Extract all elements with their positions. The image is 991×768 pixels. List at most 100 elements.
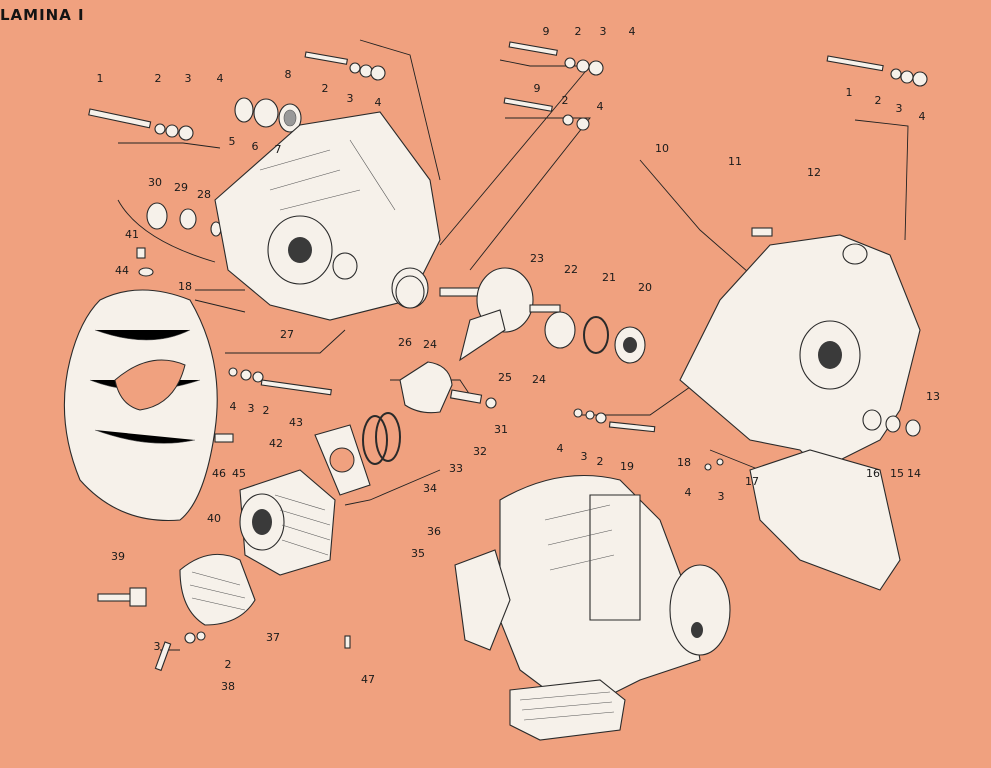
callout-label-23: 23: [530, 252, 544, 265]
callout-label-12: 12: [807, 166, 821, 179]
bolt-set-top-middle: [304, 51, 386, 81]
callout-label-43: 43: [289, 416, 303, 429]
callout-label-4: 4: [685, 486, 692, 499]
callout-label-1: 1: [97, 72, 104, 85]
callout-label-45: 45: [232, 467, 246, 480]
callout-label-3: 3: [347, 92, 354, 105]
leader-lines: [117, 39, 909, 651]
gasket-36: [314, 424, 371, 496]
callout-label-34: 34: [423, 482, 437, 495]
stud-19: [573, 408, 724, 471]
callout-label-42: 42: [269, 437, 283, 450]
cylinder-head-37: [179, 553, 256, 626]
callout-label-2: 2: [575, 25, 582, 38]
callout-label-24: 24: [532, 373, 546, 386]
callout-label-3: 3: [896, 102, 903, 115]
callout-label-3: 3: [154, 640, 161, 653]
bearing-26: [395, 275, 425, 309]
callout-label-4: 4: [230, 400, 237, 413]
seals-28-29-30: [146, 202, 222, 237]
callout-label-19: 19: [620, 460, 634, 473]
callout-label-4: 4: [629, 25, 636, 38]
callout-label-3: 3: [718, 490, 725, 503]
callout-label-3: 3: [581, 450, 588, 463]
callout-label-1: 1: [846, 86, 853, 99]
assembled-engine: [454, 475, 731, 741]
cylinder-42: [239, 469, 336, 576]
callout-label-9: 9: [543, 25, 550, 38]
callout-label-21: 21: [602, 271, 616, 284]
piston-33: [399, 361, 497, 414]
callout-label-2: 2: [875, 94, 882, 107]
callout-label-39: 39: [111, 550, 125, 563]
callout-label-7: 7: [275, 143, 282, 156]
callout-label-35: 35: [411, 547, 425, 560]
callout-label-22: 22: [564, 263, 578, 276]
callout-label-16: 16: [866, 467, 880, 480]
callout-label-27: 27: [280, 328, 294, 341]
callout-label-44: 44: [115, 264, 129, 277]
callout-label-46: 46: [212, 467, 226, 480]
stud-38: [154, 631, 351, 672]
callout-label-4: 4: [597, 100, 604, 113]
callout-label-25: 25: [498, 371, 512, 384]
callout-label-18: 18: [178, 280, 192, 293]
bolt-set-left: [88, 108, 194, 141]
crankcase-right-half: [679, 227, 921, 591]
callout-label-18: 18: [677, 456, 691, 469]
bearing-seals-5-6-7: [234, 97, 302, 133]
callout-label-26: 26: [398, 336, 412, 349]
callout-label-36: 36: [427, 525, 441, 538]
callout-label-9: 9: [534, 82, 541, 95]
callout-label-32: 32: [473, 445, 487, 458]
plug-41-44: [136, 247, 154, 277]
callout-label-2: 2: [322, 82, 329, 95]
crankshaft-23: [439, 267, 561, 362]
bolt-set-far-right: [826, 55, 928, 87]
callout-label-4: 4: [919, 110, 926, 123]
stud-43: [214, 367, 332, 443]
callout-label-33: 33: [449, 462, 463, 475]
callout-label-2: 2: [225, 658, 232, 671]
piston-rings-34: [362, 412, 401, 465]
callout-label-4: 4: [375, 96, 382, 109]
callout-label-38: 38: [221, 680, 235, 693]
callout-label-3: 3: [248, 402, 255, 415]
callout-label-41: 41: [125, 228, 139, 241]
callout-label-31: 31: [494, 423, 508, 436]
callout-label-15: 15: [890, 467, 904, 480]
sheet-title: LAMINA I: [0, 6, 85, 24]
callout-label-2: 2: [562, 94, 569, 107]
callout-label-8: 8: [285, 68, 292, 81]
bolt-set-top-right: [503, 41, 604, 131]
callout-label-11: 11: [728, 155, 742, 168]
callout-label-13: 13: [926, 390, 940, 403]
callout-label-4: 4: [217, 72, 224, 85]
callout-label-28: 28: [197, 188, 211, 201]
callout-label-20: 20: [638, 281, 652, 294]
callout-label-14: 14: [907, 467, 921, 480]
callout-label-4: 4: [557, 442, 564, 455]
callout-label-3: 3: [185, 72, 192, 85]
callout-label-17: 17: [745, 475, 759, 488]
callout-label-30: 30: [148, 176, 162, 189]
bearings-20-21-22: [544, 311, 646, 364]
fan-cowling-40: [63, 289, 218, 522]
spark-plug-39: [97, 587, 147, 607]
callout-label-37: 37: [266, 631, 280, 644]
washers-14-15-16: [862, 409, 921, 437]
callout-label-2: 2: [597, 455, 604, 468]
callout-label-3: 3: [600, 25, 607, 38]
callout-label-6: 6: [252, 140, 259, 153]
callout-label-24: 24: [423, 338, 437, 351]
callout-label-47: 47: [361, 673, 375, 686]
callout-label-10: 10: [655, 142, 669, 155]
callout-label-40: 40: [207, 512, 221, 525]
callout-label-2: 2: [155, 72, 162, 85]
callout-label-2: 2: [263, 404, 270, 417]
callout-label-5: 5: [229, 135, 236, 148]
callout-label-29: 29: [174, 181, 188, 194]
